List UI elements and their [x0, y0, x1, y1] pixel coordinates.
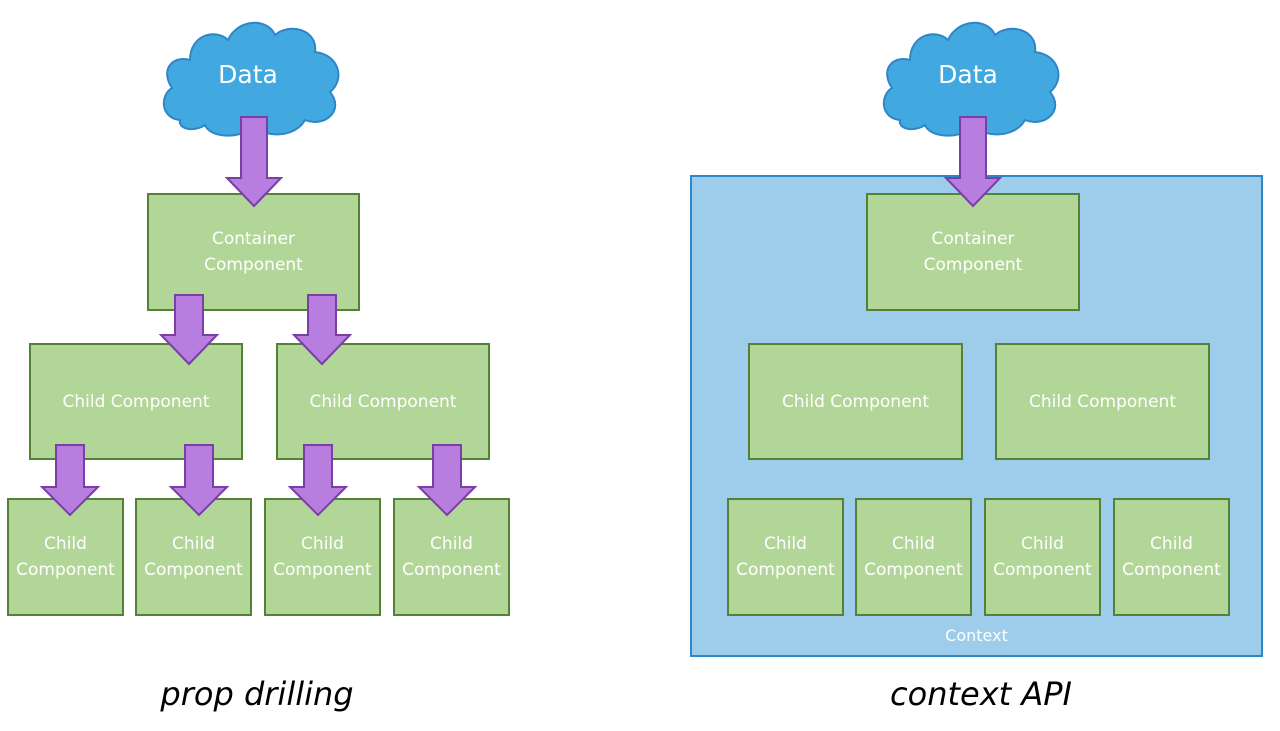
box-line: Component — [923, 255, 1023, 275]
down-arrow-icon — [943, 116, 1003, 208]
box-line: Component — [204, 255, 303, 275]
box-line: Child — [764, 534, 807, 554]
box-line: Child Component — [309, 391, 457, 412]
right-child-component-2: Child Component — [995, 343, 1210, 460]
down-arrow-icon — [168, 444, 230, 517]
box-line: Component — [144, 560, 243, 580]
right-caption: context API — [890, 675, 1072, 713]
box-line: Child — [1150, 534, 1193, 554]
context-label: Context — [945, 626, 1008, 645]
down-arrow-icon — [39, 444, 101, 517]
box-line: Child Component — [782, 391, 929, 412]
right-cloud-label: Data — [938, 60, 998, 89]
box-line: Child — [430, 534, 473, 554]
down-arrow-icon — [287, 444, 349, 517]
box-line: Child — [301, 534, 344, 554]
left-child-component-2: Child Component — [276, 343, 490, 460]
right-child-component-1: Child Component — [748, 343, 963, 460]
down-arrow-icon — [291, 294, 353, 366]
box-line: Component — [273, 560, 372, 580]
left-cloud-label: Data — [218, 60, 278, 89]
box-line: Child — [1021, 534, 1064, 554]
box-line: Component — [402, 560, 501, 580]
box-line: Child — [172, 534, 215, 554]
box-line: Container — [211, 229, 296, 249]
box-line: Component — [864, 560, 963, 580]
box-line: Child Component — [62, 391, 210, 412]
box-line: Child — [892, 534, 935, 554]
box-line: Component — [16, 560, 115, 580]
box-line: Child — [44, 534, 87, 554]
left-caption: prop drilling — [160, 675, 354, 713]
box-line: Component — [1122, 560, 1221, 580]
box-line: Child Component — [1029, 391, 1176, 412]
down-arrow-icon — [158, 294, 220, 366]
box-line: Component — [993, 560, 1092, 580]
box-line: Component — [736, 560, 835, 580]
box-line: Container — [931, 229, 1015, 249]
down-arrow-icon — [224, 116, 284, 208]
left-child-component-1: Child Component — [29, 343, 243, 460]
down-arrow-icon — [416, 444, 478, 517]
